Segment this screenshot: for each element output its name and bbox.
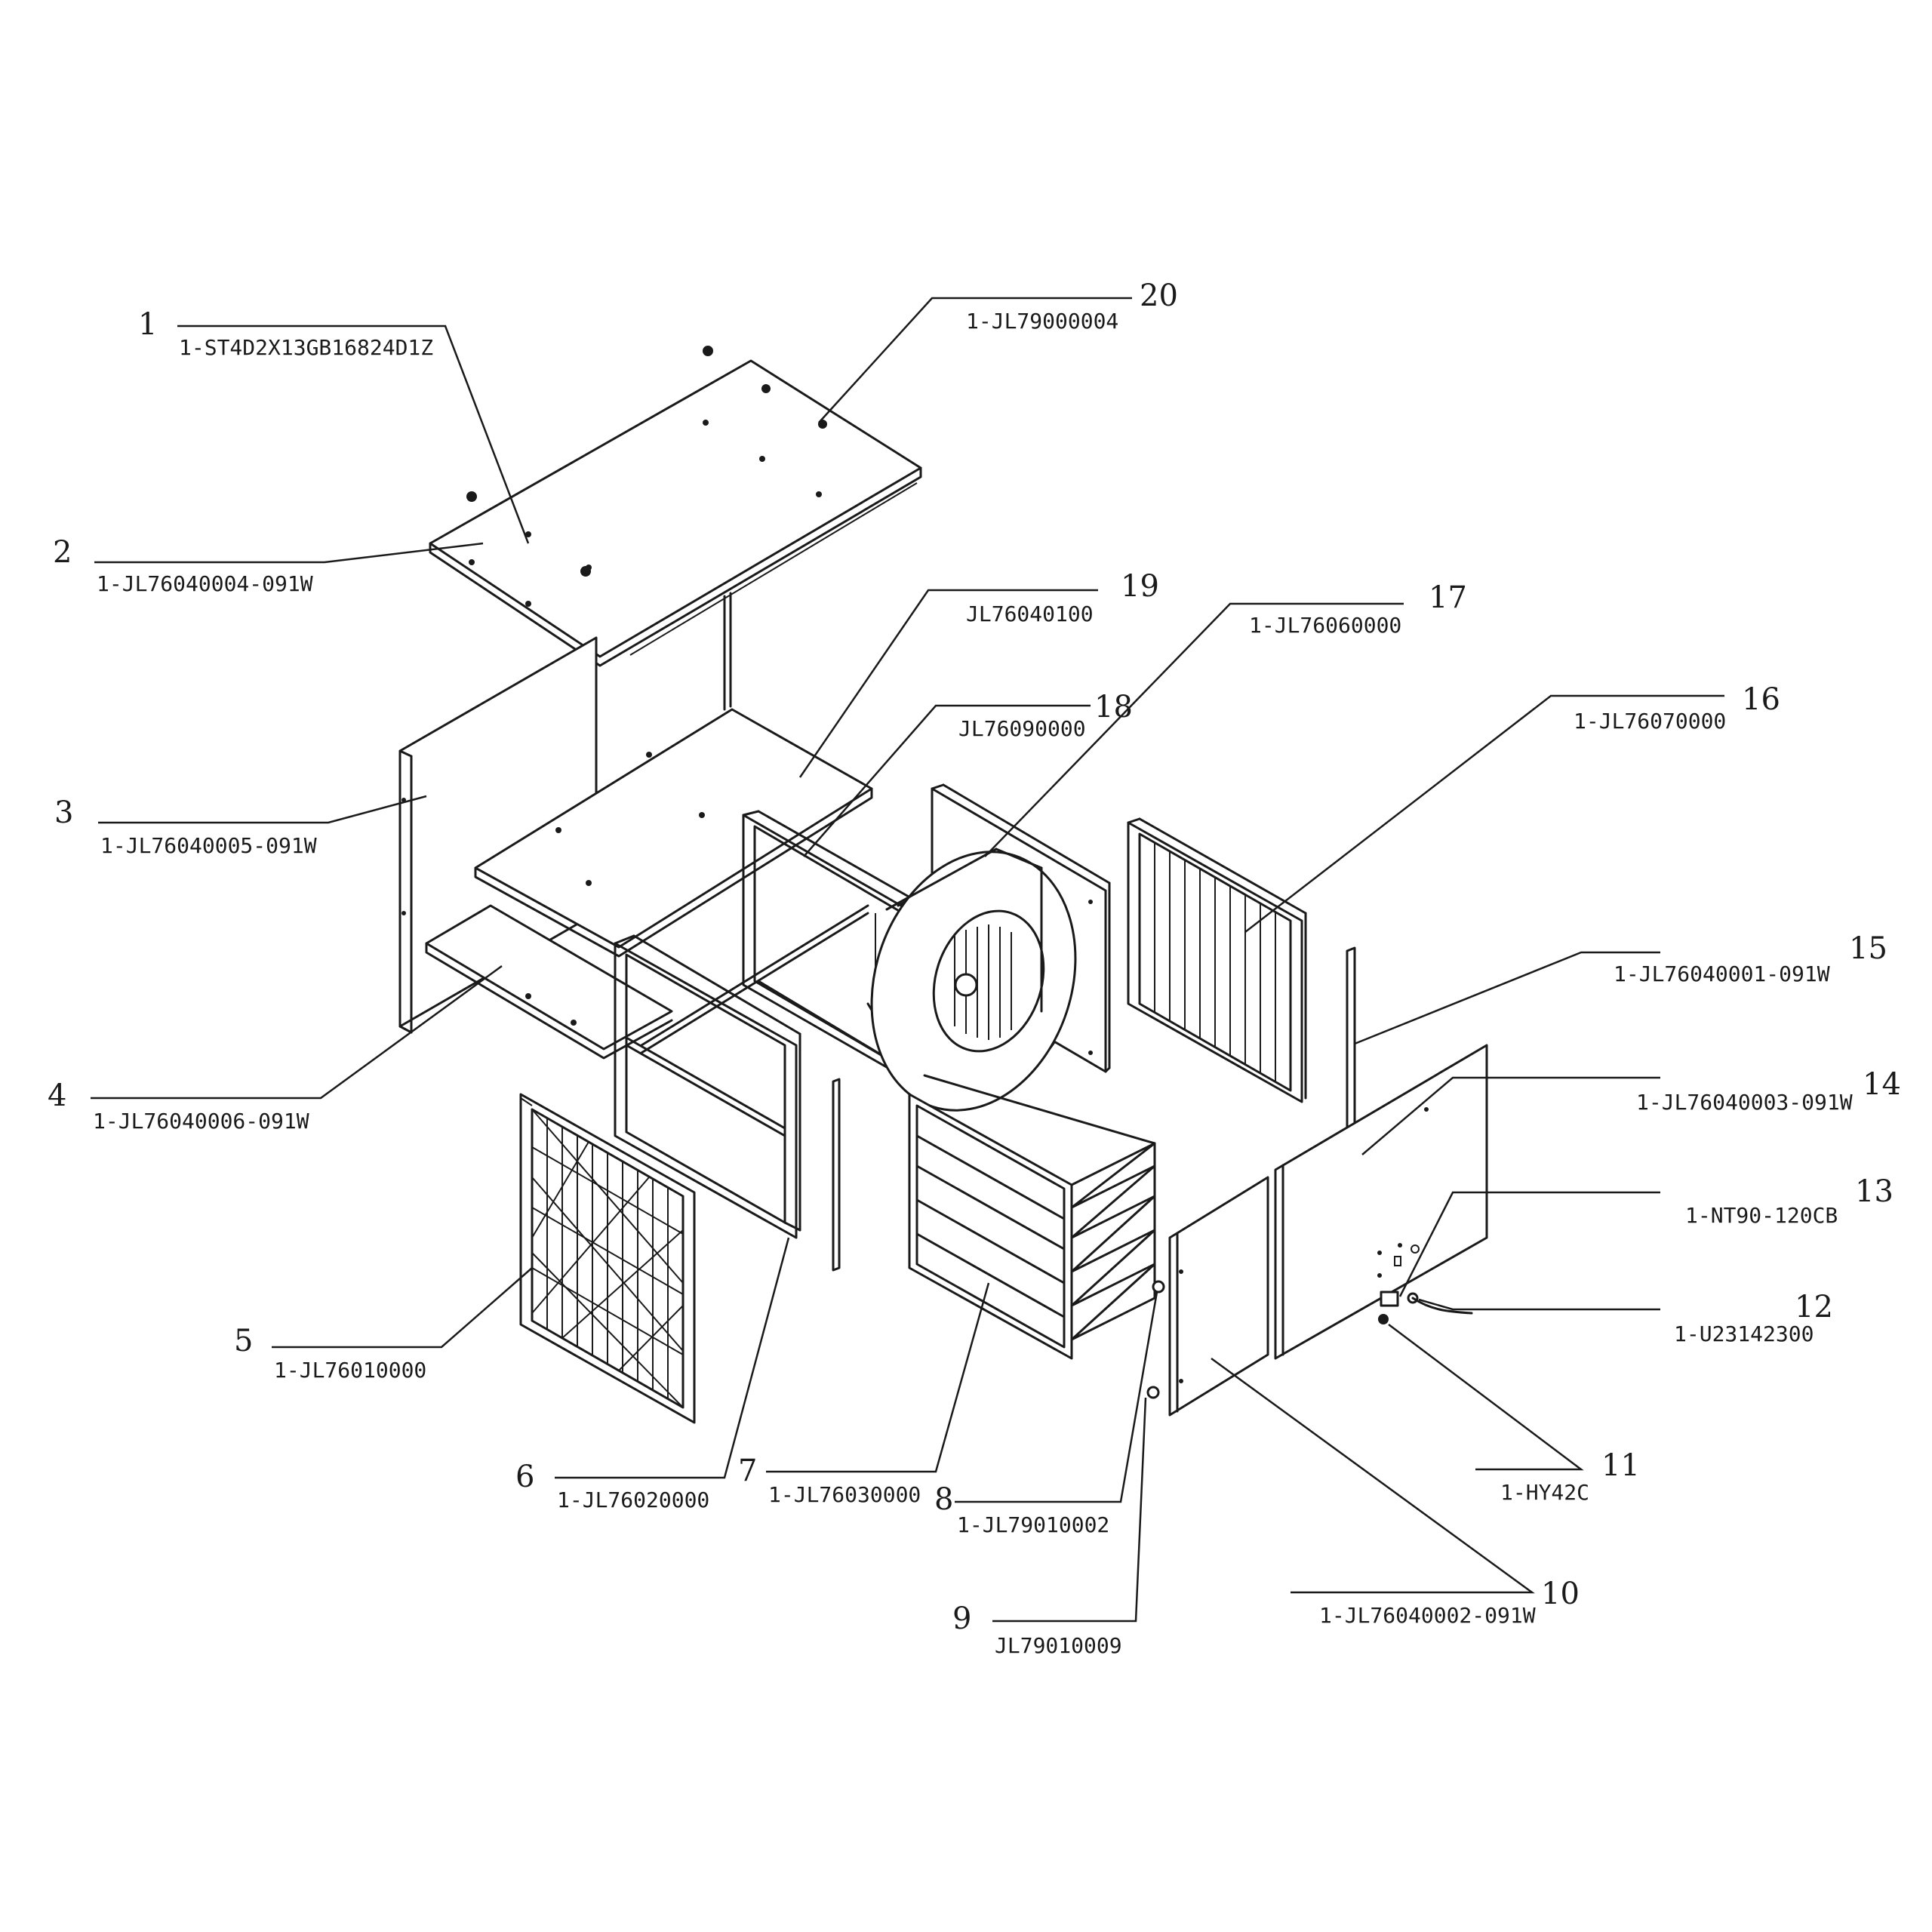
- access-door-panel: [1168, 1176, 1269, 1417]
- part-number: 10: [1541, 1577, 1580, 1611]
- part-number: 9: [952, 1601, 971, 1636]
- part-number: 4: [48, 1078, 66, 1113]
- part-number: 15: [1849, 931, 1887, 966]
- part-labels: 1 1-ST4D2X13GB16824D1Z 2 1-JL76040004-09…: [48, 278, 1901, 1658]
- part-number: 5: [234, 1324, 253, 1358]
- top-cover-panel: [429, 359, 922, 711]
- pleated-filter-center: [908, 1074, 1156, 1360]
- part-number: 12: [1795, 1290, 1833, 1324]
- part-code: 1-JL79010002: [957, 1512, 1109, 1537]
- part-code: JL76040100: [966, 601, 1094, 626]
- part-code: 1-U23142300: [1674, 1321, 1814, 1346]
- part-code: 1-JL76030000: [768, 1482, 921, 1507]
- part-code: 1-JL76040006-091W: [93, 1109, 309, 1134]
- part-code: 1-JL76010000: [274, 1358, 426, 1383]
- part-number: 17: [1429, 580, 1467, 615]
- power-switch: [1380, 1291, 1399, 1307]
- part-code: 1-JL76040003-091W: [1636, 1090, 1853, 1115]
- base-panel: [425, 904, 673, 1060]
- part-code: 1-JL76020000: [557, 1487, 709, 1512]
- part-number: 1: [138, 307, 157, 342]
- part-code: 1-JL79000004: [966, 309, 1118, 334]
- part-number: 20: [1140, 278, 1178, 313]
- part-code: 1-JL76060000: [1249, 613, 1401, 638]
- part-number: 8: [934, 1482, 953, 1517]
- part-number: 3: [54, 795, 73, 830]
- part-code: 1-ST4D2X13GB16824D1Z: [179, 335, 433, 360]
- cable-gland: [1378, 1314, 1389, 1324]
- part-code: JL79010009: [995, 1633, 1122, 1658]
- rear-filter: [1127, 817, 1307, 1103]
- right-side-panel: [1274, 1044, 1488, 1360]
- part-number: 18: [1094, 690, 1133, 724]
- part-number: 14: [1863, 1067, 1901, 1102]
- part-code: 1-JL76070000: [1574, 709, 1726, 734]
- part-code: 1-JL76040001-091W: [1614, 961, 1830, 986]
- part-number: 2: [53, 535, 72, 570]
- part-number: 16: [1742, 682, 1780, 717]
- part-code: 1-NT90-120CB: [1685, 1203, 1838, 1228]
- part-number: 6: [515, 1460, 534, 1494]
- part-code: 1-JL76040002-091W: [1319, 1603, 1536, 1628]
- part-number: 7: [738, 1454, 757, 1488]
- middle-shelf-panel: [474, 708, 873, 958]
- door-hinge: [1146, 1280, 1165, 1399]
- power-cable: [1407, 1292, 1473, 1315]
- part-number: 19: [1121, 569, 1159, 604]
- part-code: 1-JL76040005-091W: [100, 833, 317, 858]
- part-code: 1-JL76040004-091W: [97, 571, 313, 596]
- support-bar: [832, 1078, 841, 1272]
- part-number: 11: [1601, 1448, 1640, 1483]
- part-code: 1-HY42C: [1500, 1480, 1589, 1505]
- part-code: JL76090000: [958, 716, 1086, 741]
- leader-lines: [91, 297, 1724, 1623]
- seal-strip: [1346, 946, 1356, 1137]
- filter-frame: [614, 934, 801, 1239]
- pleated-filter-left: [519, 1093, 696, 1424]
- part-number: 13: [1855, 1174, 1894, 1209]
